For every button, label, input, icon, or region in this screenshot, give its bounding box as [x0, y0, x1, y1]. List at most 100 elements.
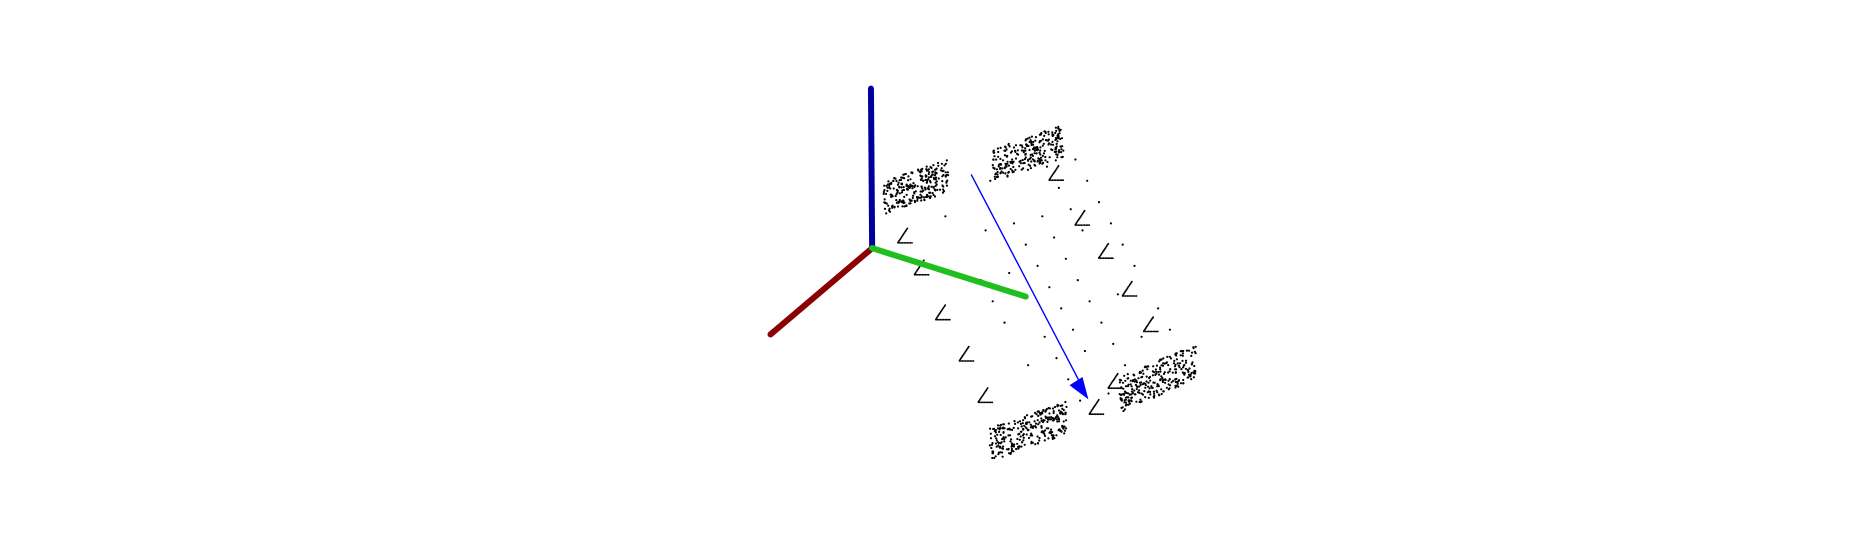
point-776 — [1012, 426, 1015, 429]
point-758 — [1018, 445, 1021, 448]
point-466 — [994, 172, 998, 175]
point-517 — [1004, 172, 1007, 175]
point-856 — [1140, 400, 1143, 403]
point-1197 — [988, 401, 991, 404]
point-243 — [943, 164, 946, 167]
point-9 — [938, 188, 942, 191]
point-474 — [999, 146, 1002, 149]
point-1333 — [1097, 398, 1100, 401]
direction-vector-line — [970, 174, 1080, 382]
point-406 — [1059, 137, 1062, 141]
point-1172 — [967, 360, 970, 362]
point-1013 — [1149, 379, 1152, 382]
point-235 — [931, 173, 935, 176]
point-904 — [1162, 372, 1166, 375]
point-1141 — [944, 304, 947, 307]
point-490 — [1026, 144, 1029, 147]
point-111 — [901, 205, 904, 208]
point-1376 — [1012, 222, 1016, 225]
point-912 — [1157, 385, 1160, 388]
point-1062 — [1123, 374, 1126, 377]
point-762 — [1059, 412, 1062, 415]
point-1411 — [1079, 399, 1082, 402]
point-346 — [1053, 150, 1056, 153]
point-1375 — [984, 229, 987, 232]
point-697 — [1027, 428, 1030, 431]
point-176 — [883, 207, 887, 210]
point-129 — [936, 188, 939, 191]
point-1145 — [939, 318, 942, 321]
point-1058 — [1156, 383, 1159, 386]
point-513 — [1056, 140, 1059, 143]
point-334 — [1008, 145, 1011, 148]
point-1367 — [1121, 387, 1124, 390]
point-1007 — [1127, 377, 1130, 380]
point-611 — [1040, 417, 1043, 420]
point-130 — [932, 170, 935, 173]
point-1173 — [969, 360, 972, 362]
point-908 — [1134, 393, 1137, 396]
point-950 — [1151, 370, 1154, 373]
point-53 — [911, 196, 914, 199]
point-483 — [1036, 147, 1039, 150]
point-249 — [936, 161, 940, 165]
point-984 — [1186, 369, 1190, 372]
point-169 — [946, 171, 950, 174]
point-1031 — [1152, 381, 1155, 384]
point-858 — [1170, 381, 1173, 384]
point-1064 — [1157, 393, 1161, 396]
point-520 — [996, 427, 1000, 430]
point-586 — [1030, 432, 1033, 435]
point-229 — [944, 171, 947, 174]
point-386 — [1044, 159, 1047, 162]
point-1244 — [1083, 224, 1086, 227]
point-218 — [935, 180, 938, 183]
point-469 — [996, 173, 999, 176]
point-792 — [1047, 407, 1050, 410]
point-1018 — [1127, 403, 1130, 406]
point-59 — [933, 195, 937, 198]
point-354 — [1011, 169, 1014, 172]
point-619 — [1000, 441, 1003, 444]
point-1219 — [1056, 179, 1058, 182]
point-932 — [1124, 401, 1127, 404]
point-1263 — [1099, 257, 1102, 260]
point-878 — [1159, 370, 1162, 373]
point-456 — [1032, 143, 1035, 146]
point-431 — [1012, 146, 1016, 149]
point-692 — [1017, 433, 1020, 436]
point-896 — [1175, 358, 1178, 361]
point-663 — [1034, 425, 1037, 428]
point-1221 — [1059, 179, 1062, 182]
point-738 — [1014, 422, 1017, 425]
point-440 — [1044, 139, 1047, 142]
point-224 — [900, 176, 903, 179]
point-44 — [924, 178, 927, 182]
point-647 — [1030, 442, 1033, 445]
point-995 — [1119, 398, 1122, 401]
point-905 — [1159, 368, 1162, 371]
point-1063 — [1135, 388, 1138, 391]
point-887 — [1135, 381, 1139, 384]
point-1100 — [906, 242, 909, 244]
point-448 — [1021, 146, 1024, 149]
point-737 — [1010, 442, 1013, 445]
point-493 — [1028, 148, 1031, 152]
point-993 — [1147, 385, 1150, 388]
point-201 — [886, 186, 889, 189]
point-189 — [883, 184, 886, 187]
point-381 — [1043, 134, 1046, 137]
point-655 — [1063, 425, 1066, 428]
point-565 — [996, 433, 999, 436]
point-247 — [919, 193, 922, 196]
point-740 — [1024, 422, 1028, 425]
point-720 — [1024, 417, 1027, 420]
point-1196 — [986, 401, 989, 404]
point-1038 — [1138, 381, 1142, 384]
point-357 — [1019, 162, 1023, 165]
point-523 — [991, 456, 994, 460]
point-217 — [907, 185, 910, 189]
point-472 — [1032, 146, 1036, 149]
